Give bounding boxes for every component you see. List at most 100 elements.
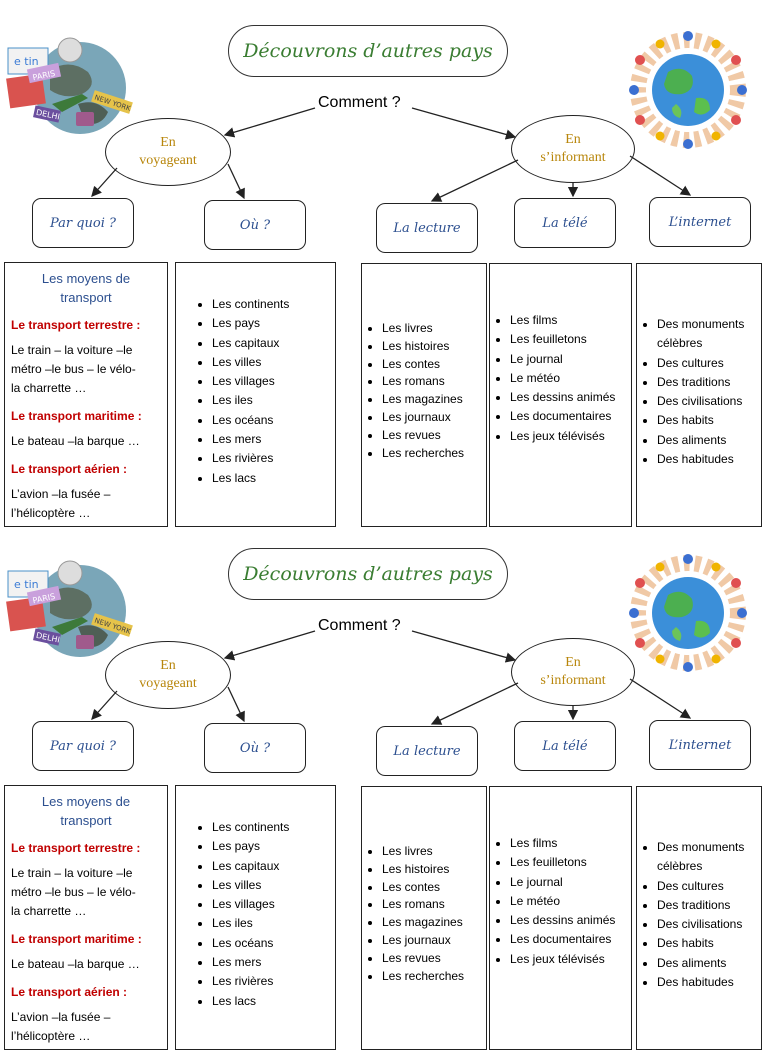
aerien-label: Le transport aérien :: [11, 462, 128, 476]
terrestre-line: Le train – la voiture –le: [11, 866, 133, 880]
travel-collage-image: e tin PARIS NEW YORK DELHI: [6, 37, 133, 134]
list-item: Les jeux télévisés: [510, 427, 631, 446]
list-item: Les océans: [212, 411, 335, 430]
list-item: Les contes: [382, 356, 486, 374]
list-item: Les villes: [212, 353, 335, 372]
lecture-list: Les livresLes histoiresLes contesLes rom…: [362, 843, 486, 985]
box-par-quoi: Par quoi ?: [32, 721, 134, 771]
aerien-label: Le transport aérien :: [11, 985, 128, 999]
list-item: Des habits: [657, 934, 761, 953]
list-item: Les lacs: [212, 469, 335, 488]
transport-heading: Les moyens de transport: [11, 792, 161, 830]
transport-column: Les moyens de transport Le transport ter…: [4, 262, 168, 527]
list-item: Des monuments célèbres: [657, 838, 761, 877]
list-item: Des habitudes: [657, 450, 761, 469]
transport-heading-line2: transport: [60, 813, 112, 828]
aerien-text: L’avion –la fusée – l’hélicoptère …: [11, 1008, 161, 1046]
oval-informant-line2: s’informant: [540, 673, 606, 688]
tele-list: Les filmsLes feuilletonsLe journalLe mét…: [490, 311, 631, 446]
lieux-column: Les continentsLes paysLes capitauxLes vi…: [175, 785, 336, 1050]
box-tele: La télé: [514, 721, 616, 771]
lieux-list: Les continentsLes paysLes capitauxLes vi…: [176, 818, 335, 1011]
list-item: Des aliments: [657, 431, 761, 450]
terrestre-line: Le train – la voiture –le: [11, 343, 133, 357]
list-item: Les histoires: [382, 338, 486, 356]
lecture-column: Les livresLes histoiresLes contesLes rom…: [361, 786, 487, 1050]
page-title: Découvrons d’autres pays: [243, 40, 493, 62]
list-item: Le météo: [510, 369, 631, 388]
svg-text:e tin: e tin: [14, 578, 39, 591]
connector-lines: e tin PARIS NEW YORK DELHI: [6, 554, 747, 725]
internet-list: Des monuments célèbresDes culturesDes tr…: [637, 315, 761, 469]
transport-heading-line1: Les moyens de: [41, 271, 131, 286]
list-item: Les documentaires: [510, 930, 631, 949]
list-item: Les pays: [212, 314, 335, 333]
question-label: Comment ?: [318, 94, 401, 111]
maritime-line: Le bateau –la barque …: [11, 957, 140, 971]
connector-lines: e tin PARIS NEW YORK DELHI: [6, 31, 747, 202]
list-item: Les villes: [212, 876, 335, 895]
internet-list: Des monuments célèbresDes culturesDes tr…: [637, 838, 761, 992]
list-item: Les rivières: [212, 449, 335, 468]
list-item: Les lacs: [212, 992, 335, 1011]
travel-collage-image: e tin PARIS NEW YORK DELHI: [6, 560, 133, 657]
list-item: Des habitudes: [657, 973, 761, 992]
globe-children-image: [629, 31, 747, 149]
box-ou: Où ?: [204, 723, 306, 773]
box-ou: Où ?: [204, 200, 306, 250]
list-item: Des traditions: [657, 896, 761, 915]
list-item: Des aliments: [657, 954, 761, 973]
title-oval: Découvrons d’autres pays: [228, 548, 508, 600]
list-item: Les revues: [382, 950, 486, 968]
oval-voyageant-line2: voyageant: [139, 676, 197, 691]
transport-heading-line2: transport: [60, 290, 112, 305]
box-par-quoi: Par quoi ?: [32, 198, 134, 248]
terrestre-label: Le transport terrestre :: [11, 841, 141, 855]
lieux-column: Les continentsLes paysLes capitauxLes vi…: [175, 262, 336, 527]
box-lecture: La lecture: [376, 726, 478, 776]
list-item: Des traditions: [657, 373, 761, 392]
terrestre-label: Le transport terrestre :: [11, 318, 141, 332]
svg-text:e tin: e tin: [14, 55, 39, 68]
list-item: Les océans: [212, 934, 335, 953]
terrestre-text: Le train – la voiture –le métro –le bus …: [11, 864, 161, 921]
list-item: Des civilisations: [657, 392, 761, 411]
concept-map-sheet: e tin PARIS NEW YORK DELHI: [0, 523, 768, 1050]
list-item: Les revues: [382, 427, 486, 445]
list-item: Les capitaux: [212, 857, 335, 876]
list-item: Les recherches: [382, 445, 486, 463]
list-item: Les iles: [212, 914, 335, 933]
globe-children-image: [629, 554, 747, 672]
maritime-text: Le bateau –la barque …: [11, 955, 161, 974]
oval-informant: En s’informant: [511, 638, 635, 706]
list-item: Les iles: [212, 391, 335, 410]
list-item: Des monuments célèbres: [657, 315, 761, 354]
list-item: Les contes: [382, 879, 486, 897]
list-item: Des cultures: [657, 877, 761, 896]
concept-map-sheet: e tin PARIS NEW YORK DELHI: [0, 0, 768, 527]
terrestre-text: Le train – la voiture –le métro –le bus …: [11, 341, 161, 398]
internet-column: Des monuments célèbresDes culturesDes tr…: [636, 786, 762, 1050]
oval-informant-line2: s’informant: [540, 150, 606, 165]
aerien-line: L’avion –la fusée –: [11, 487, 111, 501]
terrestre-line: la charrette …: [11, 381, 87, 395]
aerien-line: l’hélicoptère …: [11, 1029, 91, 1043]
list-item: Les continents: [212, 295, 335, 314]
oval-informant-line1: En: [565, 132, 581, 147]
list-item: Les feuilletons: [510, 330, 631, 349]
oval-voyageant: En voyageant: [105, 118, 231, 186]
list-item: Les mers: [212, 953, 335, 972]
list-item: Les livres: [382, 843, 486, 861]
list-item: Les continents: [212, 818, 335, 837]
aerien-text: L’avion –la fusée – l’hélicoptère …: [11, 485, 161, 523]
transport-heading: Les moyens de transport: [11, 269, 161, 307]
list-item: Les feuilletons: [510, 853, 631, 872]
maritime-label: Le transport maritime :: [11, 409, 142, 423]
page-title: Découvrons d’autres pays: [243, 563, 493, 585]
list-item: Le journal: [510, 873, 631, 892]
list-item: Les films: [510, 311, 631, 330]
box-tele: La télé: [514, 198, 616, 248]
list-item: Les recherches: [382, 968, 486, 986]
list-item: Les histoires: [382, 861, 486, 879]
list-item: Les dessins animés: [510, 911, 631, 930]
